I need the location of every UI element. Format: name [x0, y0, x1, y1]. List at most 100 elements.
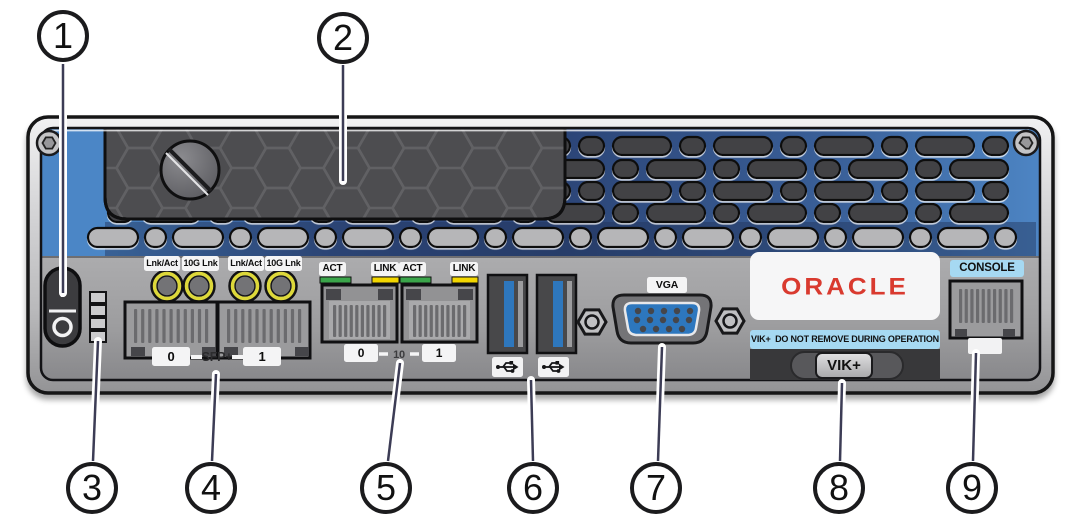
connector-pin	[162, 309, 166, 343]
connector-pin	[457, 305, 461, 337]
connector-pin	[413, 305, 417, 337]
connector-pin	[360, 305, 364, 337]
link-led-bar	[371, 276, 400, 284]
connector-pin	[338, 305, 342, 337]
vent-pill	[712, 135, 774, 157]
vent-pill	[908, 226, 933, 249]
sfp-port-0	[123, 300, 219, 360]
vik-handle: VIK+	[815, 352, 873, 379]
lower-vent-slots	[86, 226, 1018, 249]
vent-pill	[712, 202, 741, 224]
status-led-stack	[89, 291, 107, 343]
vent-pill	[678, 180, 707, 202]
connector-pin	[183, 309, 187, 343]
act-led-bar	[319, 276, 352, 284]
vga-pins	[633, 307, 694, 333]
eth-group-label: 10	[393, 348, 405, 361]
connector-pin	[446, 305, 450, 337]
connector-pin	[355, 305, 359, 337]
connector-pin	[190, 309, 194, 343]
eth-act-label-0: ACT	[319, 262, 346, 276]
callout-5: 5	[360, 462, 412, 514]
connector-pin	[440, 305, 444, 337]
connector-pin	[141, 309, 145, 343]
vent-pill	[779, 135, 808, 157]
connector-pin	[205, 309, 209, 343]
vent-pill	[981, 180, 1010, 202]
vent-pill	[813, 135, 875, 157]
connector-pin	[998, 289, 1002, 323]
sfp-led-label-0: Lnk/Act	[144, 256, 180, 271]
connector-pin	[429, 305, 433, 337]
vent-pill	[813, 202, 842, 224]
vent-pill	[313, 226, 338, 249]
connector-pin	[262, 309, 266, 343]
vent-pill	[746, 158, 808, 180]
vent-pill	[766, 226, 820, 249]
vent-pill	[914, 202, 943, 224]
connector-pin	[371, 305, 376, 337]
connector-pin	[366, 305, 370, 337]
vent-pill	[847, 158, 909, 180]
vent-pill	[851, 226, 905, 249]
console-label: CONSOLE	[950, 260, 1024, 277]
vent-pill	[712, 158, 741, 180]
connector-pin	[234, 309, 238, 343]
connector-pin	[993, 289, 997, 323]
vik-module-faceplate: ORACLE	[750, 252, 940, 320]
connector-pin	[241, 309, 245, 343]
vent-pill	[86, 226, 140, 249]
callout-1: 1	[37, 10, 89, 62]
vent-pill	[577, 135, 606, 157]
vent-pill	[511, 226, 565, 249]
sfp-led-label-2: Lnk/Act	[228, 256, 264, 271]
vga-port	[611, 293, 713, 345]
sfp-port1-number: 1	[243, 347, 281, 366]
vent-pill	[398, 226, 423, 249]
connector-pin	[227, 309, 231, 343]
connector-pin	[169, 309, 173, 343]
vent-pill	[426, 226, 480, 249]
sfp-led-label-3: 10G Lnk	[265, 256, 302, 271]
vent-pill	[813, 180, 875, 202]
power-off-symbol-icon	[52, 316, 73, 338]
vent-pill	[993, 226, 1018, 249]
vent-pill	[914, 135, 976, 157]
connector-pin	[463, 305, 467, 337]
eth-port0-number: 0	[344, 344, 378, 362]
vent-pill	[577, 180, 606, 202]
vent-pill	[143, 226, 168, 249]
vent-pill	[813, 158, 842, 180]
vent-pill	[228, 226, 253, 249]
vent-pill	[914, 180, 976, 202]
vent-pill	[483, 226, 508, 249]
connector-pin	[383, 305, 387, 337]
connector-pin	[176, 309, 180, 343]
vga-label: VGA	[647, 277, 687, 293]
sfp-port0-number: 0	[152, 347, 190, 366]
callout-7: 7	[630, 462, 682, 514]
connector-pin	[981, 289, 985, 323]
connector-pin	[269, 309, 273, 343]
vent-pill	[611, 202, 640, 224]
connector-pin	[959, 289, 963, 323]
connector-pin	[248, 309, 252, 343]
vent-pill	[746, 202, 808, 224]
vent-pill	[880, 180, 909, 202]
connector-pin	[418, 305, 422, 337]
connector-pin	[424, 305, 428, 337]
sfp-led-label-1: 10G Lnk	[182, 256, 219, 271]
ethernet-port-0	[320, 283, 399, 344]
hex-screw-icon	[1012, 129, 1040, 157]
hex-standoff-icon	[714, 307, 746, 335]
connector-pin	[451, 305, 456, 337]
vent-pill	[611, 158, 640, 180]
vent-pill	[653, 226, 678, 249]
usb-port-0	[486, 273, 529, 355]
usb-port-1	[535, 273, 578, 355]
connector-pin	[435, 305, 439, 337]
vent-pill	[936, 226, 990, 249]
eth-link-label-0: LINK	[371, 262, 399, 276]
